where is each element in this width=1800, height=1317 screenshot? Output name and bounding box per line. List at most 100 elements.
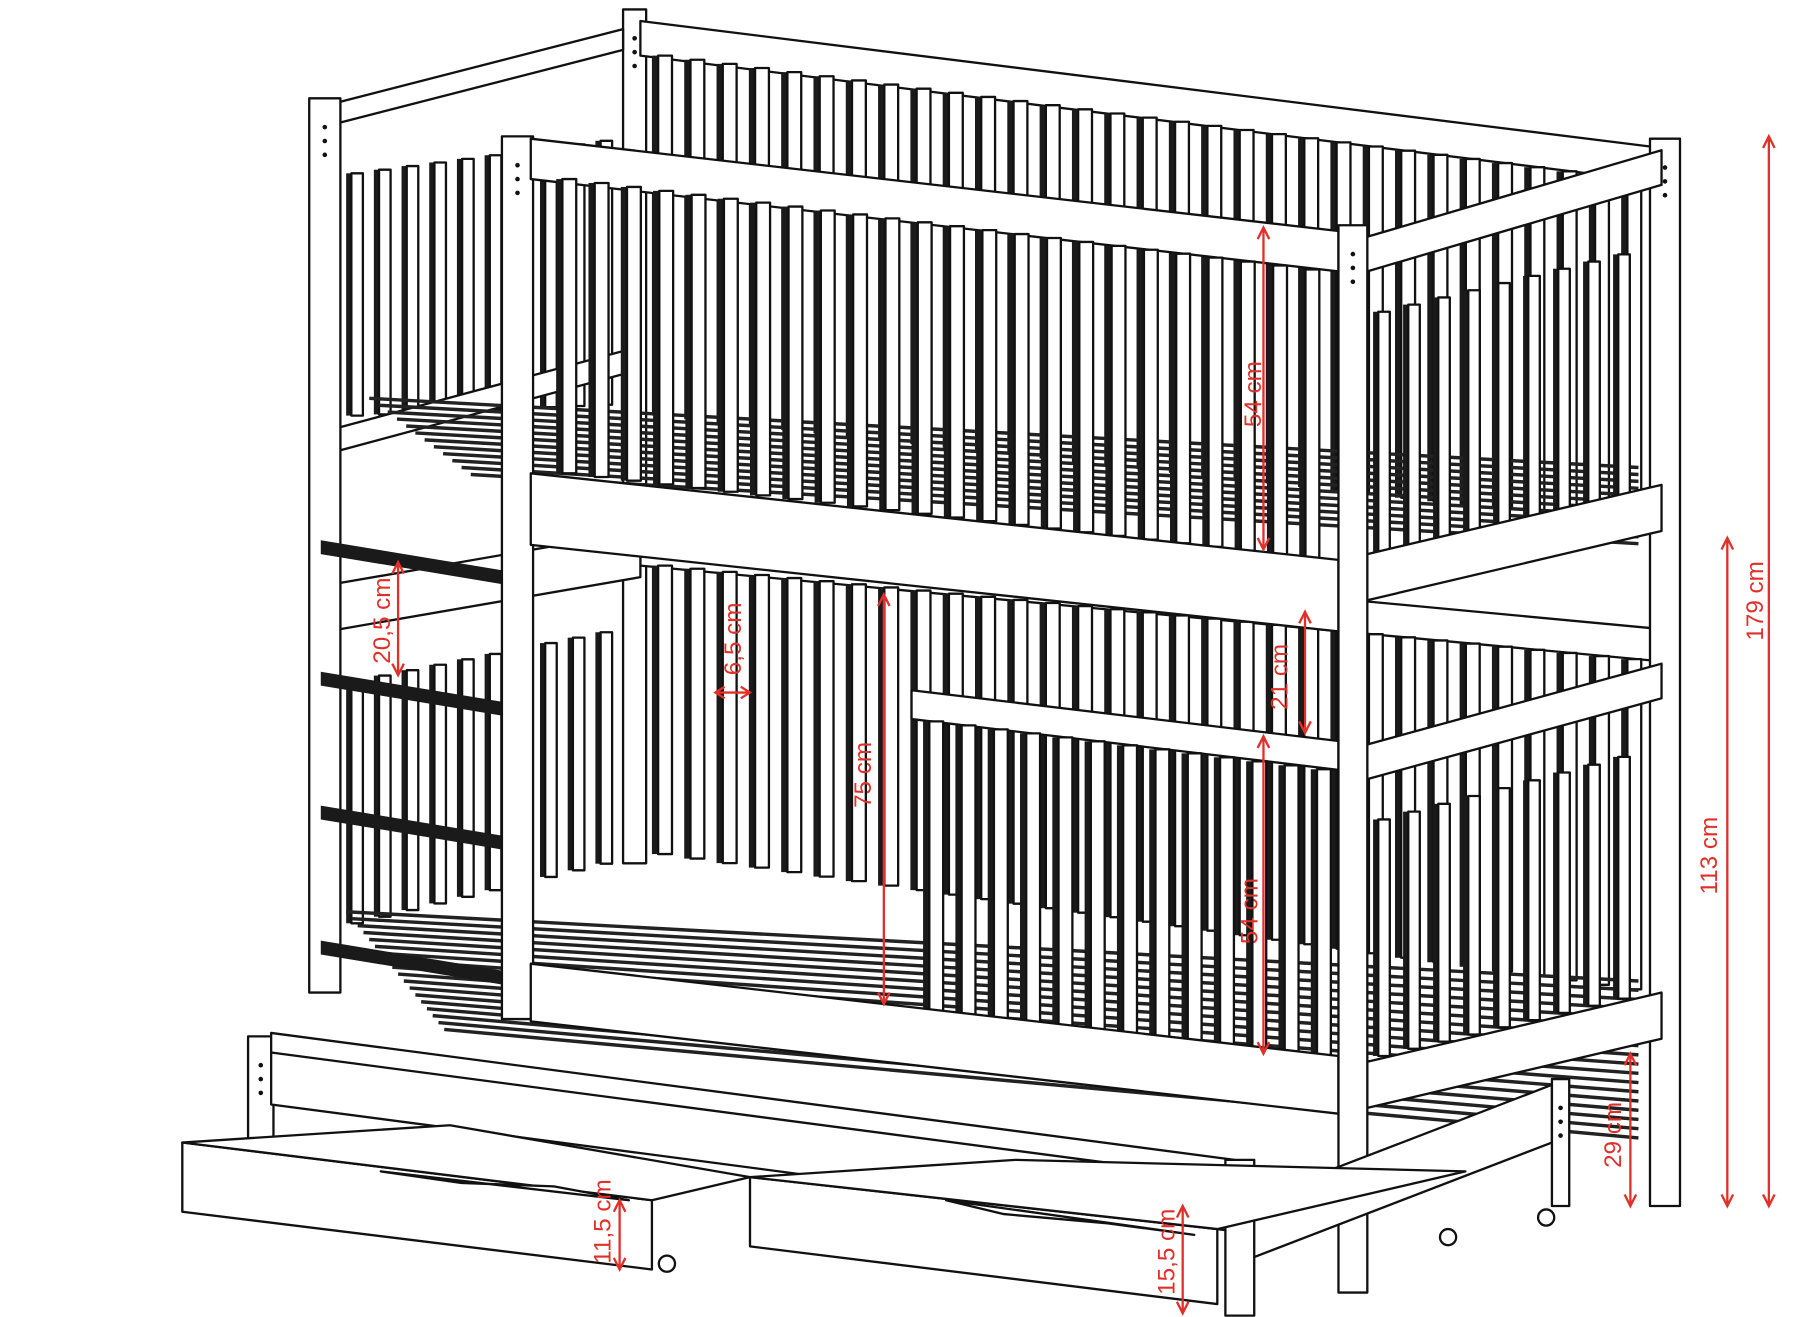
upper-front-slat-shadow — [846, 214, 854, 507]
trundle-right-post-bolt — [1558, 1105, 1563, 1111]
lower-front-slat — [1122, 744, 1139, 1037]
ladder-post-bolt — [515, 162, 520, 168]
lower-front-slat-shadow — [1181, 753, 1188, 1043]
lower-right-end-slat-shadow — [1493, 788, 1499, 1028]
lower-back-slat — [850, 583, 868, 883]
upper-front-slat — [981, 228, 998, 523]
dim-lower-clearance-arrows — [877, 591, 891, 1007]
upper-front-slat — [819, 209, 836, 504]
ladder-post — [500, 135, 535, 1021]
back-left-post-bolt — [632, 63, 637, 69]
lower-back-slat-shadow — [1459, 643, 1466, 967]
left-drawer-handle — [379, 1170, 630, 1202]
upper-right-end-slat — [1527, 274, 1541, 528]
upper-left-end-slat — [377, 168, 392, 416]
lower-back-slat — [721, 570, 738, 865]
lower-left-end-slat-shadow — [373, 675, 380, 917]
lower-back-slat-shadow — [684, 568, 691, 859]
label-lower-guard: 54 cm — [1237, 878, 1264, 944]
lower-back-slat-shadow — [748, 574, 756, 868]
upper-front-slat-shadow — [1266, 265, 1274, 555]
upper-right-end-slat-shadow — [1523, 275, 1529, 527]
upper-front-slat-shadow — [1073, 241, 1080, 533]
upper-left-end-slat — [350, 172, 365, 417]
upper-front-slat-shadow — [976, 230, 983, 522]
caster-wheel — [1438, 1227, 1458, 1247]
lower-front-slat — [1025, 732, 1042, 1027]
upper-front-slat — [1142, 248, 1159, 541]
upper-front-slat-shadow — [879, 218, 886, 511]
upper-front-slat — [948, 225, 966, 519]
upper-front-slat — [561, 177, 578, 475]
dim-upper-bed-height-arrows — [1720, 535, 1735, 1209]
upper-front-slat — [787, 205, 804, 501]
lower-right-end-slat — [1617, 755, 1631, 1000]
back-right-post-bolt — [1662, 192, 1668, 198]
label-trundle-height: 29 cm — [1600, 1102, 1627, 1168]
lower-front-slat — [960, 724, 977, 1021]
ladder-post-bolt — [515, 190, 520, 196]
lower-back-slat — [657, 564, 674, 856]
lower-right-end-slat-shadow — [1463, 795, 1469, 1035]
lower-back-slat-shadow — [716, 571, 723, 864]
lower-right-end-slat — [1497, 787, 1511, 1029]
lower-back-slat-shadow — [781, 578, 788, 873]
upper-left-end-slat-shadow — [484, 155, 490, 410]
lower-back-slat-shadow — [910, 590, 917, 891]
lower-left-end-slat — [377, 674, 392, 918]
back-right-post-bolt — [1662, 165, 1668, 170]
front-middle-post-bolt — [1350, 279, 1356, 285]
dim-lower-guard-arrows — [1256, 733, 1271, 1057]
upper-right-end-slat-shadow — [1553, 268, 1559, 519]
lower-back-slat — [753, 573, 771, 869]
lower-back-slat-shadow — [942, 593, 949, 895]
upper-front-slat-shadow — [685, 194, 692, 489]
lower-front-slat — [1283, 764, 1300, 1054]
lower-back-slat-shadow — [1007, 599, 1014, 904]
lower-right-end-slat-shadow — [1523, 780, 1529, 1021]
label-lower-clearance: 75 cm — [850, 742, 877, 808]
lower-front-slat — [1154, 748, 1171, 1041]
upper-front-slat-shadow — [1137, 249, 1144, 540]
lower-front-slat-shadow — [1246, 761, 1253, 1049]
dim-slat-gap-arrows — [713, 685, 753, 700]
label-left-drawer-height: 11,5 cm — [589, 1179, 616, 1263]
upper-mattress-hatch — [369, 396, 1639, 470]
lower-left-end-slat-shadow — [595, 632, 601, 864]
lower-front-slat — [1186, 752, 1203, 1044]
upper-front-slat — [1175, 252, 1192, 545]
upper-front-slat-shadow — [911, 222, 918, 514]
upper-left-end-slat-shadow — [373, 169, 380, 415]
upper-right-end-slat-shadow — [1463, 290, 1469, 543]
lower-back-slat-shadow — [1330, 631, 1337, 949]
lower-right-end-slat-shadow — [1373, 819, 1379, 1056]
lower-front-slat-shadow — [1020, 733, 1027, 1026]
label-total-height: 179 cm — [1742, 561, 1769, 640]
bed-structure — [181, 8, 1682, 1317]
upper-right-end-slat-shadow — [1373, 311, 1379, 566]
lower-back-slat-shadow — [1395, 637, 1402, 958]
upper-front-slat-shadow — [1040, 237, 1047, 529]
trundle-left-post-bolt — [258, 1076, 264, 1082]
ladder-rung — [320, 671, 502, 716]
lower-front-slat — [1315, 768, 1333, 1057]
ladder-post-bolt — [515, 176, 520, 182]
trundle-right-post-bolt — [1558, 1133, 1563, 1138]
upper-right-end-slat — [1557, 267, 1571, 520]
upper-front-slat — [1304, 268, 1321, 560]
upper-front-slat-shadow — [1202, 257, 1209, 547]
front-left-post-bolt — [322, 124, 328, 130]
caster-wheel — [1536, 1208, 1556, 1227]
right-drawer-handle — [944, 1199, 1196, 1236]
upper-right-end-slat-shadow — [1613, 254, 1619, 504]
upper-back-slat-shadow — [1459, 158, 1466, 505]
lower-back-slat-shadow — [651, 565, 659, 855]
lower-left-end-slat-shadow — [540, 643, 546, 877]
upper-front-slat — [722, 197, 739, 493]
lower-left-end-slat-shadow — [401, 670, 407, 911]
upper-front-slat-shadow — [1170, 253, 1177, 544]
lower-front-slat — [928, 720, 945, 1017]
upper-left-end-rail — [339, 27, 625, 124]
upper-right-end-slat — [1467, 289, 1481, 544]
